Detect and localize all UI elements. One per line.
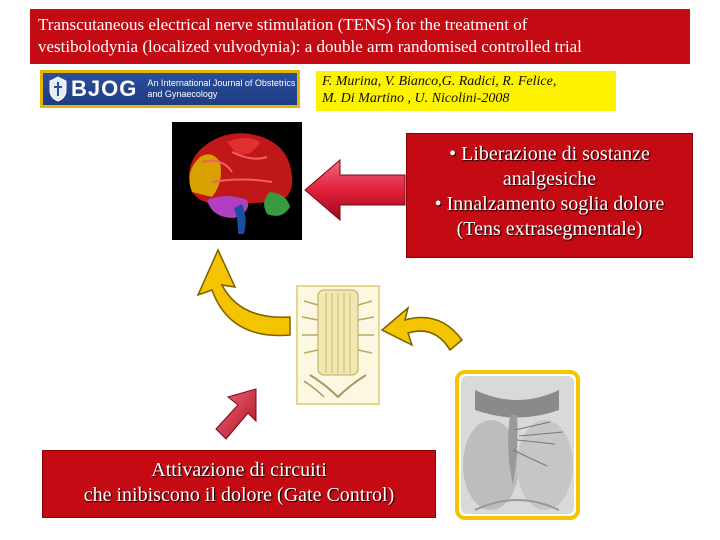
curved-arrow-up-icon — [190, 245, 300, 345]
title-line-1: Transcutaneous electrical nerve stimulat… — [38, 14, 682, 36]
authors-line-2: M. Di Martino , U. Nicolini-2008 — [322, 90, 610, 107]
effects-item-2-line-1: • Innalzamento soglia dolore — [407, 192, 692, 217]
arrow-from-gate-control-icon — [212, 385, 262, 445]
journal-emblem-icon — [49, 76, 67, 102]
journal-subtitle: An International Journal of Obstetrics a… — [147, 78, 297, 100]
spinal-cord-image — [296, 285, 380, 405]
effects-item-1-line-1: • Liberazione di sostanze — [407, 142, 692, 167]
authors-line-1: F. Murina, V. Bianco,G. Radici, R. Felic… — [322, 73, 610, 90]
analgesic-effects-box: • Liberazione di sostanze analgesiche • … — [406, 133, 693, 258]
arrow-to-brain-icon — [300, 155, 410, 225]
gate-control-line-1: Attivazione di circuiti — [43, 458, 435, 483]
effects-item-1-line-2: analgesiche — [407, 167, 692, 192]
gate-control-box: Attivazione di circuiti che inibiscono i… — [42, 450, 436, 518]
gate-control-line-2: che inibiscono il dolore (Gate Control) — [43, 483, 435, 508]
brain-image — [172, 122, 302, 240]
journal-name: BJOG — [71, 76, 137, 102]
pelvic-anatomy-image — [455, 370, 580, 520]
authors-box: F. Murina, V. Bianco,G. Radici, R. Felic… — [316, 71, 616, 111]
effects-item-2-line-2: (Tens extrasegmentale) — [407, 217, 692, 242]
title-line-2: vestibolodynia (localized vulvodynia): a… — [38, 36, 682, 58]
journal-logo: BJOG An International Journal of Obstetr… — [40, 70, 300, 108]
title-banner: Transcutaneous electrical nerve stimulat… — [30, 9, 690, 64]
curved-arrow-left-icon — [380, 300, 470, 360]
